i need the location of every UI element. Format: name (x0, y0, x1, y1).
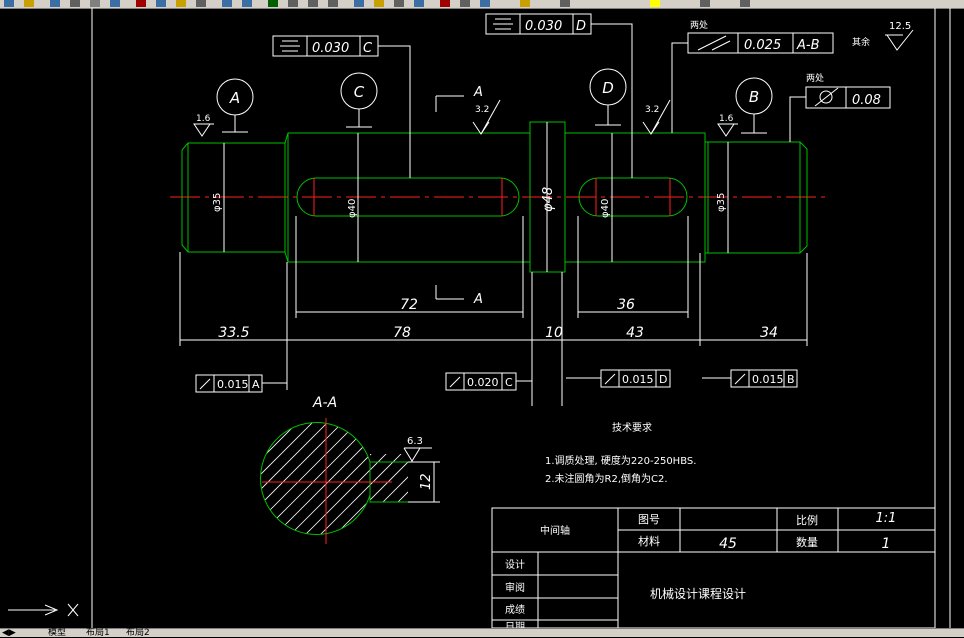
shaft-outline (181, 121, 808, 273)
datum-a-label: A (229, 89, 240, 107)
dia-key1-label: φ40 (347, 199, 358, 218)
fcf-r4-ref: B (787, 373, 795, 386)
cut-icon[interactable] (136, 0, 146, 7)
dim-36: 36 (617, 297, 635, 313)
section-bottom-label: A (473, 292, 483, 307)
rough-3: 3.2 (645, 105, 659, 115)
dim-34: 34 (760, 325, 778, 341)
material-value: 45 (719, 536, 737, 552)
dim-12: 12 (419, 473, 434, 490)
rough-6: 6.3 (407, 436, 423, 447)
tech-title: 技术要求 (612, 421, 652, 434)
design-label: 设计 (505, 558, 525, 571)
toolbar (0, 0, 964, 9)
date-label: 日期 (505, 621, 525, 628)
dim-72: 72 (400, 297, 418, 313)
dim-33-5: 33.5 (218, 325, 249, 341)
part-name: 中间轴 (540, 524, 570, 537)
fcf-r2-ref: C (505, 376, 513, 389)
ucs-icon (8, 603, 79, 617)
fcf-r3-value: 0.015 (622, 373, 654, 386)
layer-icon[interactable] (520, 0, 530, 7)
material-label: 材料 (638, 534, 660, 548)
scale-value: 1:1 (876, 511, 897, 526)
layout-tab-bar: ◀▶ 模型 布局1 布局2 (0, 628, 964, 638)
rough-4: 1.6 (719, 114, 734, 124)
copy-icon[interactable] (156, 0, 166, 7)
tab-model[interactable]: 模型 (48, 628, 67, 638)
preview-icon[interactable] (90, 0, 100, 7)
fcf-r3-ref: D (659, 373, 667, 386)
color-icon[interactable] (650, 0, 660, 7)
fcf-r1-ref: A (252, 378, 260, 391)
tool-palette-icon[interactable] (394, 0, 404, 7)
datum-c-label: C (354, 83, 365, 101)
dia-key2-label: φ40 (600, 199, 611, 218)
match-icon[interactable] (196, 0, 206, 7)
tech-2: 2.未注圆角为R2,倒角为C2. (545, 472, 668, 485)
two-places-1: 两处 (690, 19, 708, 31)
redo-icon[interactable] (242, 0, 252, 7)
pan-icon[interactable] (268, 0, 278, 7)
dia-left-label: φ35 (212, 193, 223, 212)
two-places-2: 两处 (806, 72, 824, 84)
paste-icon[interactable] (176, 0, 186, 7)
datum-b-label: B (749, 88, 759, 106)
fcf-run-ab-ref: A-B (796, 38, 820, 53)
review-label: 审阅 (505, 581, 525, 594)
section-top-label: A (473, 85, 483, 100)
rough-5: 12.5 (889, 21, 911, 32)
undo-icon[interactable] (222, 0, 232, 7)
drawing-no-label: 图号 (638, 513, 660, 526)
new-icon[interactable] (4, 0, 14, 7)
fcf-r1-value: 0.015 (217, 378, 249, 391)
design-center-icon[interactable] (374, 0, 384, 7)
fcf-sym-c-value: 0.030 (312, 41, 349, 56)
dia-collar-label: φ48 (541, 187, 556, 212)
fcf-r4-value: 0.015 (752, 373, 784, 386)
calculator-icon[interactable] (460, 0, 470, 7)
datum-d-label: D (602, 79, 614, 97)
dim-43: 43 (626, 325, 644, 341)
layer-state-icon[interactable] (560, 0, 570, 7)
open-icon[interactable] (24, 0, 34, 7)
zoom-window-icon[interactable] (308, 0, 318, 7)
help-icon[interactable] (480, 0, 490, 7)
drawing-canvas[interactable]: φ35 φ40 φ48 φ40 φ35 A C D B 1.6 3.2 3.2 … (0, 8, 964, 628)
rough-2: 3.2 (475, 105, 489, 115)
qty-value: 1 (882, 536, 891, 552)
rough-1: 1.6 (196, 114, 211, 124)
grade-label: 成绩 (505, 603, 525, 616)
tech-1: 1.调质处理, 硬度为220-250HBS. (545, 454, 696, 467)
print-icon[interactable] (70, 0, 80, 7)
course-title: 机械设计课程设计 (650, 586, 746, 601)
dia-right-label: φ35 (716, 193, 727, 212)
tab-nav-arrows[interactable]: ◀▶ (2, 628, 16, 638)
dim-78: 78 (393, 325, 411, 341)
publish-icon[interactable] (110, 0, 120, 7)
tab-layout2[interactable]: 布局2 (126, 628, 150, 638)
fcf-run-ab-value: 0.025 (744, 38, 781, 53)
markup-icon[interactable] (440, 0, 450, 7)
properties-icon[interactable] (354, 0, 364, 7)
save-icon[interactable] (50, 0, 60, 7)
section-title: A-A (312, 395, 337, 411)
rough-other: 其余 (852, 36, 870, 48)
scale-label: 比例 (796, 513, 818, 527)
fcf-sym-d-value: 0.030 (525, 19, 562, 34)
fcf-sym-d-ref: D (576, 19, 586, 34)
fcf-cyl-value: 0.08 (852, 93, 881, 108)
qty-label: 数量 (796, 536, 818, 549)
zoom-realtime-icon[interactable] (288, 0, 298, 7)
lineweight-icon[interactable] (740, 0, 750, 7)
zoom-previous-icon[interactable] (328, 0, 338, 7)
linetype-icon[interactable] (700, 0, 710, 7)
tab-layout1[interactable]: 布局1 (86, 628, 110, 638)
fcf-sym-c-ref: C (363, 41, 373, 56)
title-block (491, 507, 936, 628)
fcf-r2-value: 0.020 (467, 376, 499, 389)
sheet-set-icon[interactable] (414, 0, 424, 7)
dim-10: 10 (545, 325, 563, 341)
